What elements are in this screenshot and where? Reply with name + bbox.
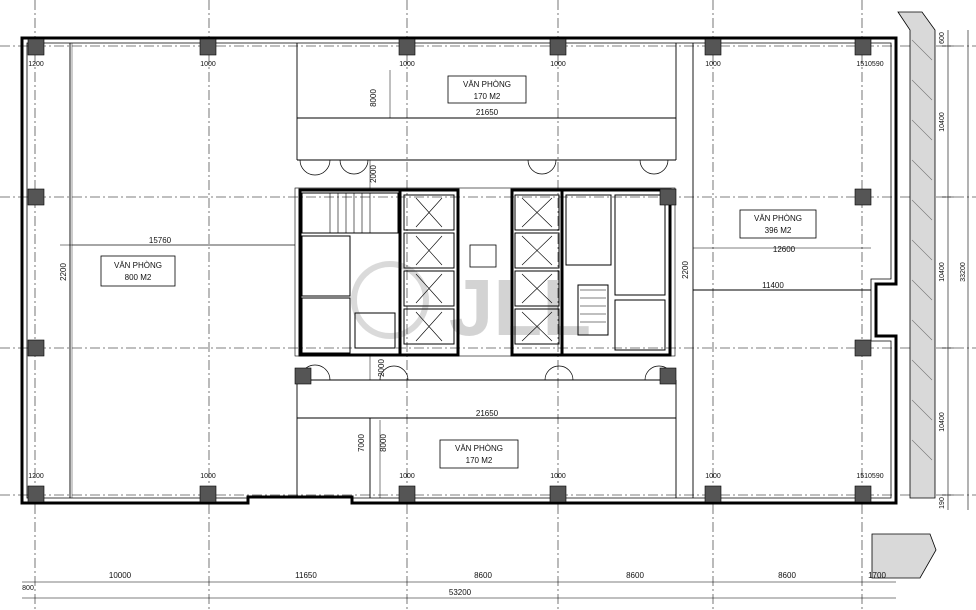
col-tag: 1000 bbox=[200, 61, 216, 68]
right-dim: 10400 bbox=[939, 412, 946, 432]
south-depth-dim-a: 7000 bbox=[357, 434, 366, 452]
west-room: 15760 VĂN PHÒNG 800 M2 2200 bbox=[59, 236, 295, 287]
column-tags: 1200 1000 1000 1000 1000 1510590 1200 10… bbox=[28, 61, 884, 480]
south-depth-dim-b: 8000 bbox=[379, 434, 388, 452]
bottom-total-dim: 53200 bbox=[449, 588, 472, 597]
east-span-dim-b: 11400 bbox=[762, 281, 784, 290]
col-tag: 1000 bbox=[550, 61, 566, 68]
right-dim: 10400 bbox=[939, 112, 946, 132]
bottom-dim: 11650 bbox=[295, 571, 317, 580]
col-tag: 1510590 bbox=[856, 61, 883, 68]
east-hatched-wall bbox=[871, 11, 937, 579]
south-room-name: VĂN PHÒNG bbox=[455, 444, 503, 453]
west-room-area: 800 M2 bbox=[125, 273, 152, 282]
east-room-area: 396 M2 bbox=[765, 226, 792, 235]
south-room-area: 170 M2 bbox=[466, 456, 493, 465]
col-tag: 1200 bbox=[28, 473, 44, 480]
south-room: 21650 VĂN PHÒNG 170 M2 7000 8000 2000 bbox=[357, 359, 519, 469]
col-tag: 1000 bbox=[705, 61, 721, 68]
outer-wall bbox=[20, 36, 898, 505]
col-tag: 1000 bbox=[705, 473, 721, 480]
west-span-dim: 15760 bbox=[149, 236, 172, 245]
north-depth-dim: 8000 bbox=[369, 89, 378, 107]
north-core-dim: 2000 bbox=[369, 165, 378, 183]
south-core-dim: 2000 bbox=[377, 359, 386, 377]
col-tag: 1200 bbox=[28, 61, 44, 68]
bottom-left-dim: 800 bbox=[22, 585, 34, 592]
north-room: VĂN PHÒNG 170 M2 21650 8000 2000 bbox=[369, 75, 527, 183]
col-tag: 1000 bbox=[399, 473, 415, 480]
east-room-name: VĂN PHÒNG bbox=[754, 214, 802, 223]
west-room-name: VĂN PHÒNG bbox=[114, 261, 162, 270]
north-room-name: VĂN PHÒNG bbox=[463, 80, 511, 89]
door-swings bbox=[299, 159, 674, 381]
right-dimension-chain: 600 10400 10400 10400 190 33200 bbox=[939, 30, 969, 510]
bottom-dim: 8600 bbox=[626, 571, 644, 580]
col-tag: 1510590 bbox=[856, 473, 883, 480]
bottom-dim: 8600 bbox=[778, 571, 796, 580]
east-room: VĂN PHÒNG 396 M2 12600 11400 2200 bbox=[681, 209, 817, 290]
east-depth-dim: 2200 bbox=[681, 261, 690, 279]
east-span-dim-a: 12600 bbox=[773, 245, 796, 254]
right-dim: 10400 bbox=[939, 262, 946, 282]
right-dim: 190 bbox=[939, 497, 946, 509]
north-span-dim: 21650 bbox=[476, 108, 499, 117]
columns bbox=[27, 38, 872, 503]
col-tag: 1000 bbox=[200, 473, 216, 480]
watermark-text: JLL bbox=[449, 263, 591, 352]
west-depth-dim: 2200 bbox=[59, 263, 68, 281]
bottom-dim: 8600 bbox=[474, 571, 492, 580]
right-total-dim: 33200 bbox=[960, 262, 967, 282]
south-span-dim: 21650 bbox=[476, 409, 499, 418]
core bbox=[294, 187, 676, 357]
right-dim: 600 bbox=[939, 32, 946, 44]
col-tag: 1000 bbox=[399, 61, 415, 68]
north-room-area: 170 M2 bbox=[474, 92, 501, 101]
bottom-dim: 10000 bbox=[109, 571, 132, 580]
col-tag: 1000 bbox=[550, 473, 566, 480]
watermark: JLL bbox=[351, 261, 591, 352]
bottom-dimension-chain: 800 10000 11650 8600 8600 8600 1700 5320… bbox=[22, 571, 896, 599]
bottom-dim: 1700 bbox=[868, 571, 886, 580]
